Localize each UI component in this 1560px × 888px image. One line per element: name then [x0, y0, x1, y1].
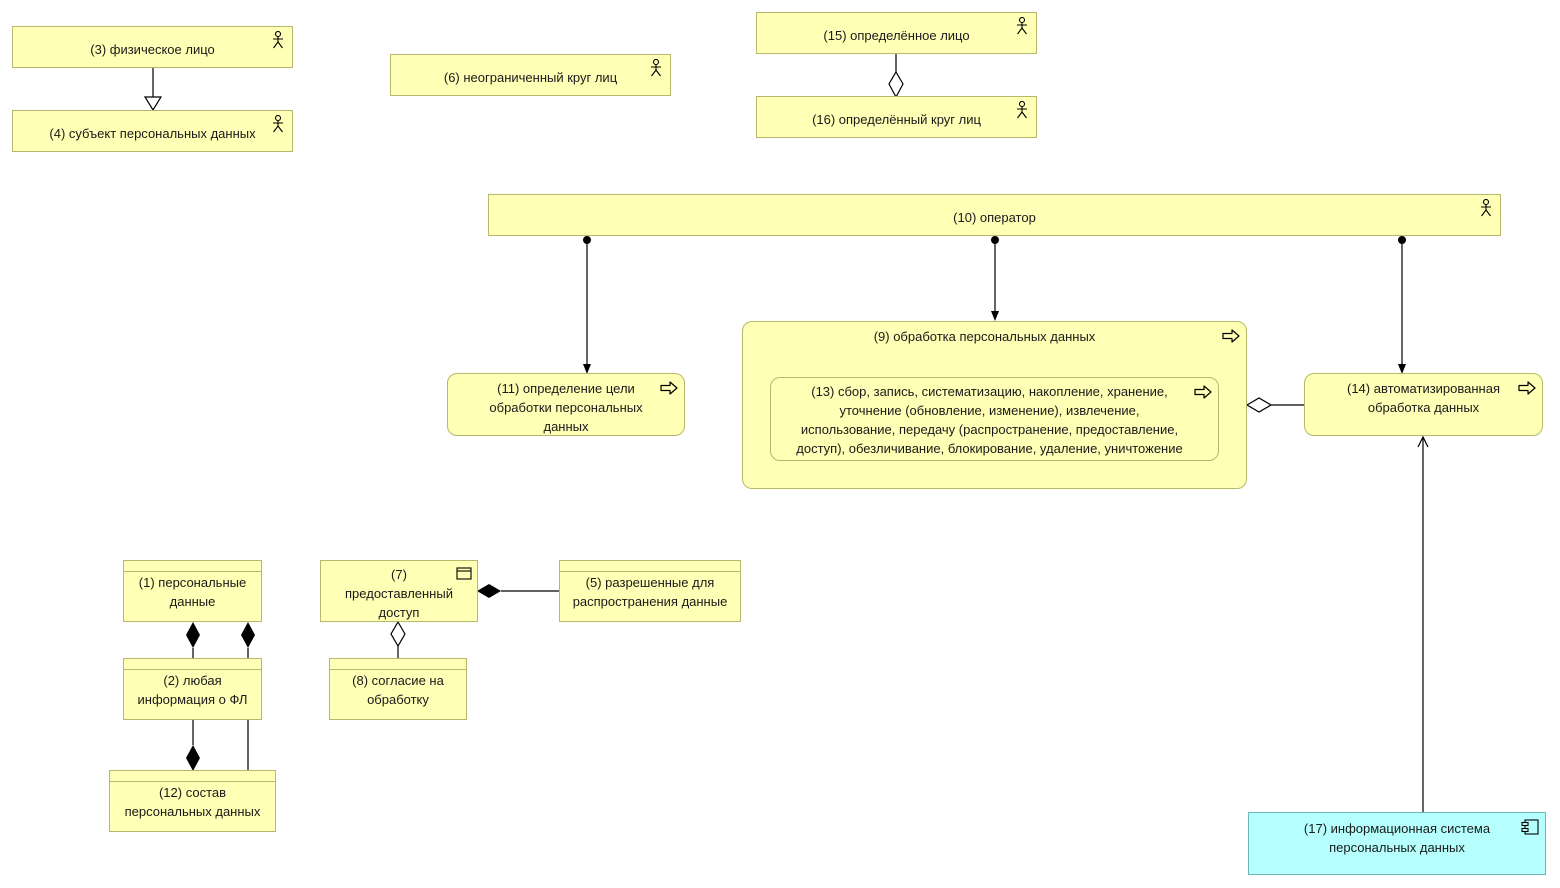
process-arrow-icon — [1518, 381, 1536, 395]
node-2-any-info[interactable]: (2) любая информация о ФЛ — [123, 658, 262, 720]
arrowhead — [583, 364, 591, 374]
node-label: (8) согласие на обработку — [352, 673, 444, 707]
node-12-data-composition[interactable]: (12) состав персональных данных — [109, 770, 276, 832]
node-4-data-subject[interactable]: (4) субъект персональных данных — [12, 110, 293, 152]
actor-icon — [270, 31, 286, 49]
node-label: (7) предоставленный доступ — [345, 567, 453, 620]
node-8-consent[interactable]: (8) согласие на обработку — [329, 658, 467, 720]
node-label: (3) физическое лицо — [90, 42, 215, 57]
node-label: (13) сбор, запись, систематизацию, накоп… — [796, 384, 1183, 456]
node-3-natural-person[interactable]: (3) физическое лицо — [12, 26, 293, 68]
node-label: (9) обработка персональных данных — [873, 329, 1096, 344]
node-label: (11) определение цели обработки персонал… — [489, 381, 643, 434]
composition-diamond — [186, 745, 200, 771]
node-label: (14) автоматизированная обработка данных — [1346, 381, 1501, 415]
aggregation-diamond — [390, 620, 406, 648]
node-17-information-system[interactable]: (17) информационная система персональных… — [1248, 812, 1546, 875]
composition-diamond — [477, 584, 501, 598]
actor-icon — [1014, 101, 1030, 119]
actor-icon — [1478, 199, 1494, 217]
actor-icon — [648, 59, 664, 77]
node-label: (4) субъект персональных данных — [49, 126, 256, 141]
actor-icon — [1014, 17, 1030, 35]
node-5-permitted-data[interactable]: (5) разрешенные для распространения данн… — [559, 560, 741, 622]
representation-icon — [456, 567, 472, 580]
process-arrow-icon — [1194, 385, 1212, 399]
node-14-automated-processing[interactable]: (14) автоматизированная обработка данных — [1304, 373, 1543, 436]
node-label: (17) информационная система персональных… — [1303, 821, 1491, 855]
arrowhead — [991, 311, 999, 321]
actor-icon — [270, 115, 286, 133]
node-label: (6) неограниченный круг лиц — [443, 70, 618, 85]
node-label: (16) определённый круг лиц — [812, 112, 981, 127]
node-1-personal-data[interactable]: (1) персональные данные — [123, 560, 262, 622]
composition-diamond — [241, 622, 255, 648]
arrowhead — [1398, 364, 1406, 374]
node-label: (15) определённое лицо — [823, 28, 970, 43]
node-label: (12) состав персональных данных — [124, 785, 261, 819]
node-13-processing-actions[interactable]: (13) сбор, запись, систематизацию, накоп… — [770, 377, 1219, 461]
node-11-purpose-definition[interactable]: (11) определение цели обработки персонал… — [447, 373, 685, 436]
node-15-certain-person[interactable]: (15) определённое лицо — [756, 12, 1037, 54]
node-16-certain-persons[interactable]: (16) определённый круг лиц — [756, 96, 1037, 138]
specialization-arrowhead — [143, 96, 163, 112]
open-arrowhead — [1417, 435, 1429, 448]
aggregation-diamond — [888, 70, 904, 99]
node-7-granted-access[interactable]: (7) предоставленный доступ — [320, 560, 478, 622]
node-label: (1) персональные данные — [138, 575, 247, 609]
node-label: (2) любая информация о ФЛ — [137, 673, 248, 707]
component-icon — [1521, 819, 1539, 835]
process-arrow-icon — [1222, 329, 1240, 343]
node-10-operator[interactable]: (10) оператор — [488, 194, 1501, 236]
node-label: (10) оператор — [953, 210, 1036, 225]
composition-diamond — [186, 622, 200, 648]
process-arrow-icon — [660, 381, 678, 395]
aggregation-diamond — [1245, 397, 1273, 413]
node-6-unlimited-persons[interactable]: (6) неограниченный круг лиц — [390, 54, 671, 96]
node-label: (5) разрешенные для распространения данн… — [572, 575, 728, 609]
